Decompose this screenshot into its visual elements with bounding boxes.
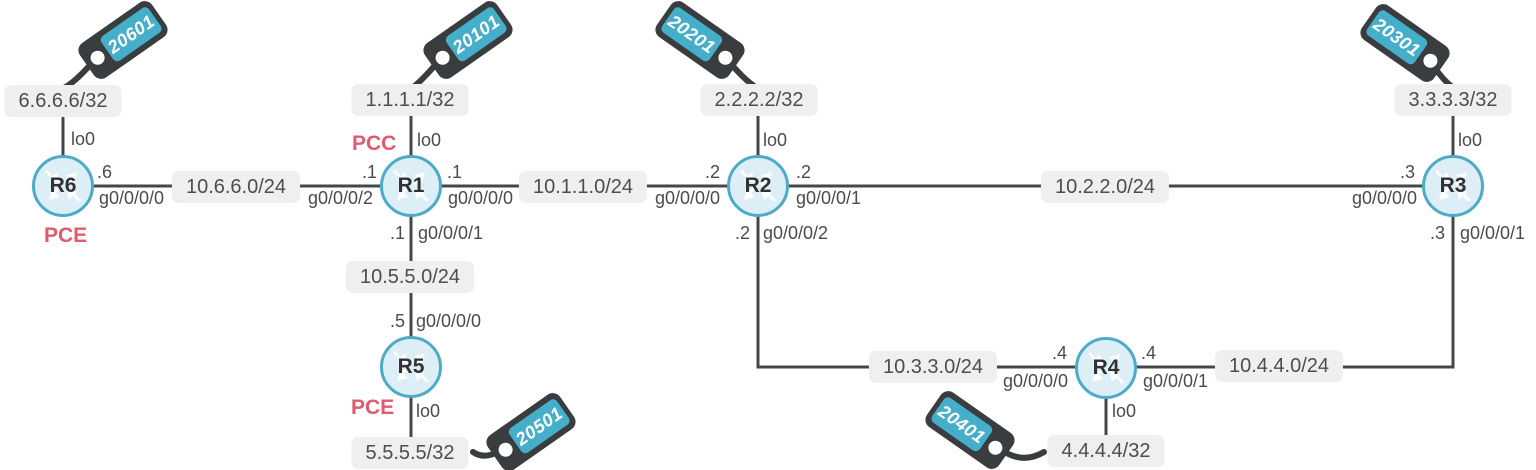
iface-port-r2-g0001: g0/0/0/1 <box>796 188 862 208</box>
tag-hole-icon <box>432 48 453 68</box>
loopback-ip-label-r6: 6.6.6.6/32 <box>4 85 122 117</box>
router-r2: R2 <box>727 155 789 217</box>
tag-hole-icon <box>87 48 108 68</box>
iface-port-r3-g0000: g0/0/0/0 <box>1351 188 1417 208</box>
loopback-ip-label-r3: 3.3.3.3/32 <box>1394 84 1512 116</box>
tag-hole-icon <box>495 440 516 460</box>
tag-hole-icon <box>985 438 1006 458</box>
loopback-port-label-r3: lo0 <box>1458 130 1483 150</box>
iface-addr-r3-g0001: .3 <box>1429 223 1445 243</box>
router-name: R6 <box>49 174 77 197</box>
iface-addr-r2-g0002: .2 <box>734 223 750 243</box>
iface-port-r3-g0001: g0/0/0/1 <box>1460 223 1526 243</box>
link-r2-r4-line <box>756 186 1106 369</box>
router-name: R4 <box>1092 356 1120 379</box>
network-label-r6-r1: 10.6.6.0/24 <box>171 171 301 203</box>
loopback-ip-label-r1: 1.1.1.1/32 <box>351 84 469 116</box>
iface-port-r1-g0002: g0/0/0/2 <box>307 188 373 208</box>
iface-addr-r3-g0000: .3 <box>1399 162 1415 182</box>
router-icon <box>45 170 81 202</box>
router-name: R3 <box>1439 174 1467 197</box>
iface-addr-r6-g0000: .6 <box>97 162 113 182</box>
loopback-port-label-r2: lo0 <box>763 130 788 150</box>
loopback-port-label-r4: lo0 <box>1112 401 1137 421</box>
router-r5: R5 <box>380 336 442 398</box>
iface-addr-r2-g0000: .2 <box>704 162 720 182</box>
router-r3: R3 <box>1422 155 1484 217</box>
iface-addr-r4-g0000: .4 <box>1051 343 1067 363</box>
iface-port-r2-g0002: g0/0/0/2 <box>763 223 829 243</box>
router-name: R2 <box>744 174 772 197</box>
iface-addr-r5-g0000: .5 <box>389 311 405 331</box>
iface-port-r2-g0000: g0/0/0/0 <box>654 188 720 208</box>
iface-addr-r1-g0001: .1 <box>389 223 405 243</box>
router-icon <box>393 351 429 383</box>
loopback-port-label-r1: lo0 <box>417 130 442 150</box>
iface-port-r1-g0001: g0/0/0/1 <box>418 223 484 243</box>
tag-hole-icon <box>1420 51 1441 71</box>
iface-addr-r1-g0000: .1 <box>447 162 463 182</box>
iface-addr-r4-g0001: .4 <box>1141 343 1157 363</box>
network-label-r2-r4: 10.3.3.0/24 <box>868 351 998 383</box>
iface-port-r5-g0000: g0/0/0/0 <box>416 311 482 331</box>
iface-port-r4-g0001: g0/0/0/1 <box>1143 371 1209 391</box>
router-icon <box>740 170 776 202</box>
iface-port-r4-g0000: g0/0/0/0 <box>1002 371 1068 391</box>
network-label-r4-r3: 10.4.4.0/24 <box>1214 350 1344 382</box>
router-r1: R1 <box>380 155 442 217</box>
role-label-r1-pcc: PCC <box>352 132 397 155</box>
network-label-r2-r3: 10.2.2.0/24 <box>1040 171 1170 203</box>
loopback-ip-label-r5: 5.5.5.5/32 <box>351 437 469 469</box>
loopback-ip-label-r2: 2.2.2.2/32 <box>700 84 818 116</box>
loopback-port-label-r6: lo0 <box>71 129 96 149</box>
link-r4-r3-line <box>1106 186 1455 369</box>
iface-port-r1-g0000: g0/0/0/0 <box>448 188 514 208</box>
router-r4: R4 <box>1075 337 1137 399</box>
network-label-r1-r2: 10.1.1.0/24 <box>518 171 648 203</box>
loopback-ip-label-r4: 4.4.4.4/32 <box>1047 435 1165 467</box>
loopback-port-label-r5: lo0 <box>416 401 441 421</box>
iface-port-r6-g0000: g0/0/0/0 <box>99 188 165 208</box>
router-name: R1 <box>397 174 425 197</box>
role-label-r6-pce: PCE <box>44 224 88 247</box>
iface-addr-r1-g0002: .1 <box>361 162 377 182</box>
network-label-r1-r5: 10.5.5.0/24 <box>345 261 475 293</box>
router-icon <box>1435 170 1471 202</box>
tag-hole-icon <box>715 48 736 68</box>
router-name: R5 <box>397 355 425 378</box>
router-icon <box>393 170 429 202</box>
role-label-r5-pce: PCE <box>351 396 395 419</box>
router-icon <box>1088 352 1124 384</box>
iface-addr-r2-g0001: .2 <box>796 162 812 182</box>
router-r6: R6 <box>32 155 94 217</box>
